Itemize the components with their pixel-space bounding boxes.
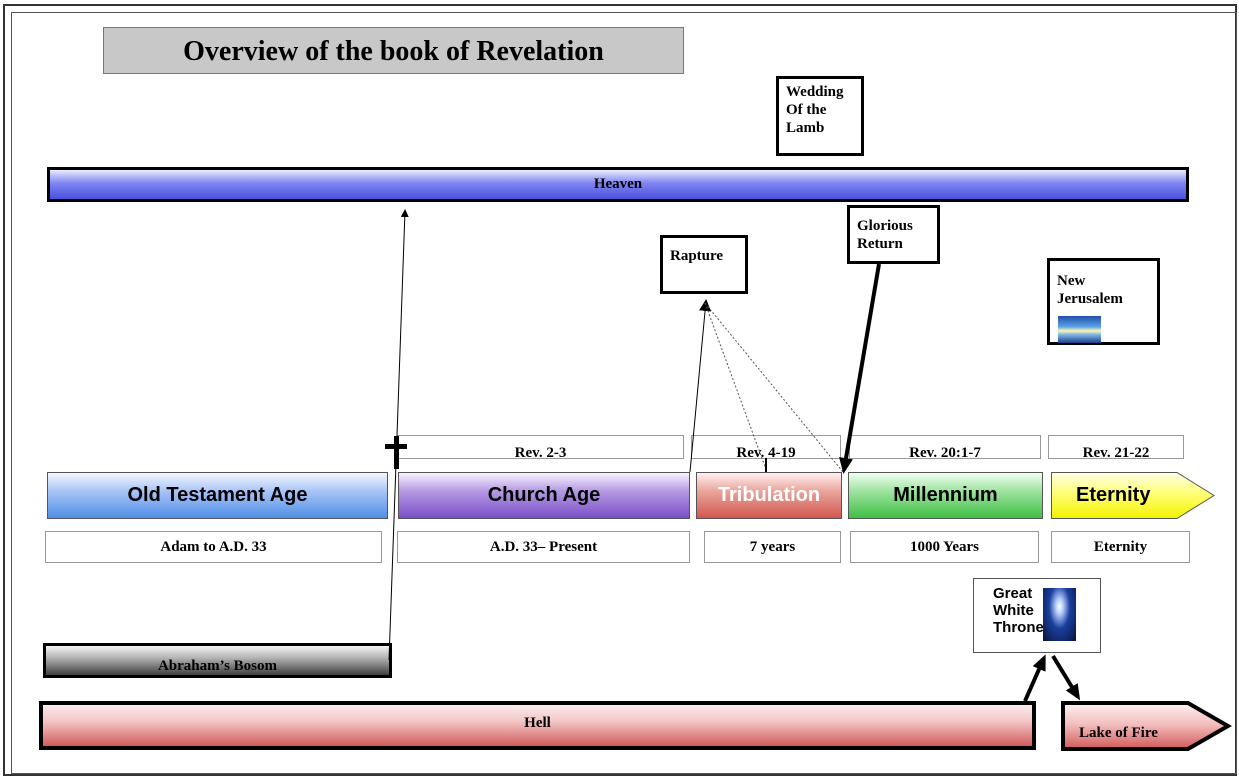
new-jerusalem-line-1: New (1057, 273, 1086, 289)
ref-eternity: Rev. 21-22 (1048, 435, 1184, 461)
throne-line-1: Great (993, 585, 1033, 602)
hell-bar: Hell (39, 701, 1036, 750)
ref-church-age: Rev. 2-3 (397, 435, 684, 461)
hell-to-throne-arrow (1023, 654, 1046, 702)
period-church-age: A.D. 33– Present (397, 531, 690, 563)
great-white-throne-box: Great White Throne (973, 578, 1101, 653)
ascension-arrow (388, 209, 409, 661)
ref-millennium: Rev. 20:1-7 (849, 435, 1041, 461)
new-jerusalem-line-2: Jerusalem (1057, 291, 1123, 307)
cross-icon (385, 436, 407, 469)
era-eternity-arrow: Eternity (1051, 472, 1216, 519)
glorious-return-box: Glorious Return (847, 205, 940, 264)
inner-frame (11, 12, 1237, 774)
throne-line-3: Throne (993, 619, 1044, 636)
abrahams-bosom-bar: Abraham’s Bosom (43, 643, 392, 678)
rapture-box: Rapture (660, 235, 748, 294)
era-eternity-label: Eternity (1076, 484, 1151, 506)
period-tribulation: 7 years (704, 531, 841, 563)
period-millennium: 1000 Years (850, 531, 1039, 563)
diagram-title: Overview of the book of Revelation (103, 27, 684, 74)
wedding-of-the-lamb-box: Wedding Of the Lamb (776, 76, 864, 156)
rapture-arrow (689, 299, 712, 473)
glorious-return-arrow (839, 263, 881, 474)
rapture-dotted-line-1 (704, 302, 768, 473)
lake-of-fire-shape (1061, 701, 1232, 751)
eternity-arrow-shape (1051, 472, 1215, 519)
wedding-line-1: Wedding (786, 84, 844, 100)
lake-of-fire-arrow: Lake of Fire (1060, 700, 1232, 752)
throne-image (1043, 588, 1076, 641)
glorious-return-line-2: Return (857, 236, 903, 252)
ref-tribulation: Rev. 4-19 (691, 435, 841, 461)
lake-of-fire-label: Lake of Fire (1079, 725, 1158, 741)
period-eternity: Eternity (1051, 531, 1190, 563)
glorious-return-line-1: Glorious (857, 218, 913, 234)
heaven-bar: Heaven (47, 167, 1189, 202)
wedding-line-3: Lamb (786, 120, 825, 136)
era-millennium: Millennium (848, 472, 1043, 519)
throne-to-lake-arrow (1051, 654, 1081, 701)
period-old-testament: Adam to A.D. 33 (45, 531, 382, 563)
rapture-dotted-line-2 (704, 302, 844, 473)
era-tribulation: Tribulation (696, 472, 842, 519)
throne-line-2: White (993, 602, 1034, 619)
rapture-label: Rapture (670, 248, 724, 264)
wedding-line-2: Of the (786, 102, 827, 118)
new-jerusalem-image (1058, 316, 1101, 343)
era-church-age: Church Age (398, 472, 690, 519)
era-old-testament: Old Testament Age (47, 472, 388, 519)
